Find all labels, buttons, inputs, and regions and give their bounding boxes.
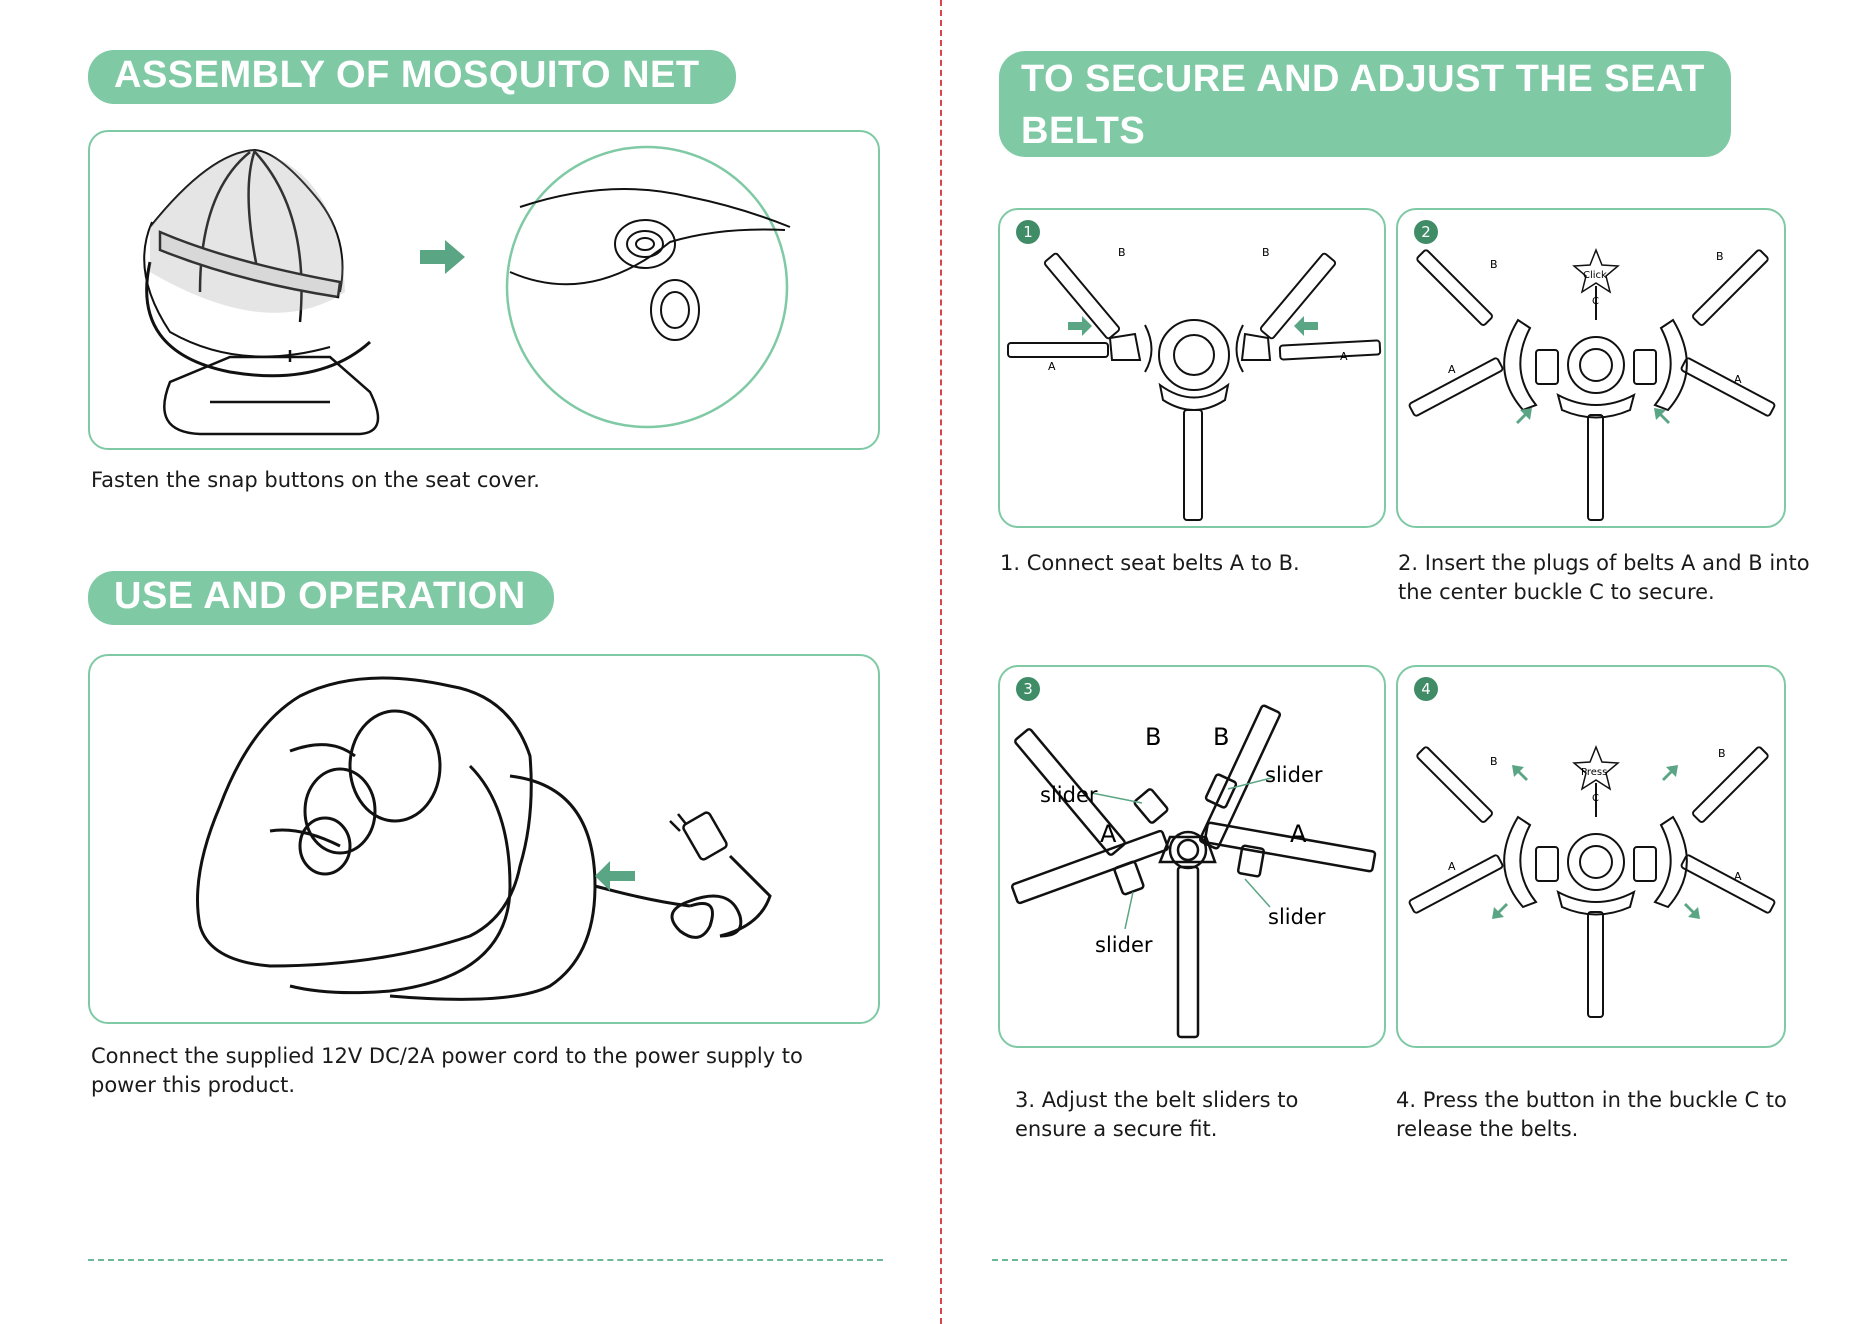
step-4-caption: 4. Press the button in the buckle C to r… <box>1396 1088 1787 1141</box>
svg-text:A: A <box>1734 373 1742 386</box>
svg-text:C: C <box>1592 296 1599 307</box>
svg-text:B: B <box>1718 747 1726 760</box>
seat-belts-heading: TO SECURE AND ADJUST THE SEAT BELTS <box>999 51 1731 157</box>
detail-zoom-circle <box>505 145 789 429</box>
step-2-panel: 2 Click C B B A A <box>1396 208 1786 528</box>
svg-text:B: B <box>1262 246 1270 259</box>
svg-text:slider: slider <box>1095 933 1153 957</box>
right-footer-divider <box>992 1259 1787 1261</box>
step-4-panel: 4 Press C B B A A <box>1396 665 1786 1048</box>
step-1-caption: 1. Connect seat belts A to B. <box>1000 551 1300 575</box>
step-2-illustration: Click C B B A A <box>1408 247 1776 521</box>
svg-text:B: B <box>1490 755 1498 768</box>
svg-text:B: B <box>1716 250 1724 263</box>
svg-text:A: A <box>1734 870 1742 883</box>
click-star-icon <box>1572 247 1620 294</box>
click-label: Click <box>1583 270 1607 281</box>
arrow-left-icon <box>595 861 635 891</box>
svg-text:A: A <box>1290 820 1307 848</box>
mosquito-net-panel <box>88 130 880 450</box>
power-adapter-icon <box>669 811 728 861</box>
svg-text:slider: slider <box>1268 905 1326 929</box>
svg-text:slider: slider <box>1265 763 1323 787</box>
step-3-caption: 3. Adjust the belt sliders to ensure a s… <box>1015 1088 1299 1141</box>
power-cord-illustration <box>196 676 772 1001</box>
mosquito-net-heading: ASSEMBLY OF MOSQUITO NET <box>88 50 736 104</box>
step-1-badge: 1 <box>1016 220 1040 244</box>
svg-text:A: A <box>1100 820 1117 848</box>
step-3-panel: 3 B B A A slider slider slider slider <box>998 665 1386 1048</box>
svg-text:A: A <box>1340 350 1348 363</box>
step-4-illustration: Press C B B A A <box>1408 744 1776 1018</box>
step-4-badge: 4 <box>1414 677 1438 701</box>
use-operation-panel <box>88 654 880 1024</box>
svg-text:A: A <box>1048 360 1056 373</box>
svg-text:B: B <box>1145 723 1161 751</box>
step-3-badge: 3 <box>1016 677 1040 701</box>
press-star-icon <box>1572 744 1620 791</box>
svg-text:B: B <box>1213 723 1229 751</box>
left-footer-divider <box>88 1259 883 1261</box>
svg-text:A: A <box>1448 860 1456 873</box>
mosquito-net-caption: Fasten the snap buttons on the seat cove… <box>91 468 540 492</box>
page-divider <box>940 0 942 1324</box>
svg-text:B: B <box>1490 258 1498 271</box>
mosquito-net-illustration <box>143 145 791 436</box>
press-label: Press <box>1581 767 1607 778</box>
step-2-badge: 2 <box>1414 220 1438 244</box>
svg-text:A: A <box>1448 363 1456 376</box>
step-1-illustration: B B A A <box>1007 246 1382 521</box>
step-2-caption: 2. Insert the plugs of belts A and B int… <box>1398 551 1810 604</box>
belt-b-label: B <box>1118 246 1126 259</box>
slider-label: slider <box>1040 783 1098 807</box>
step-1-panel: 1 B B A A <box>998 208 1386 528</box>
use-operation-caption: Connect the supplied 12V DC/2A power cor… <box>91 1044 803 1097</box>
use-operation-heading: USE AND OPERATION <box>88 571 554 625</box>
arrow-right-icon <box>420 240 465 274</box>
svg-text:C: C <box>1592 793 1599 804</box>
step-3-illustration: B B A A slider slider slider slider <box>1010 704 1377 1039</box>
